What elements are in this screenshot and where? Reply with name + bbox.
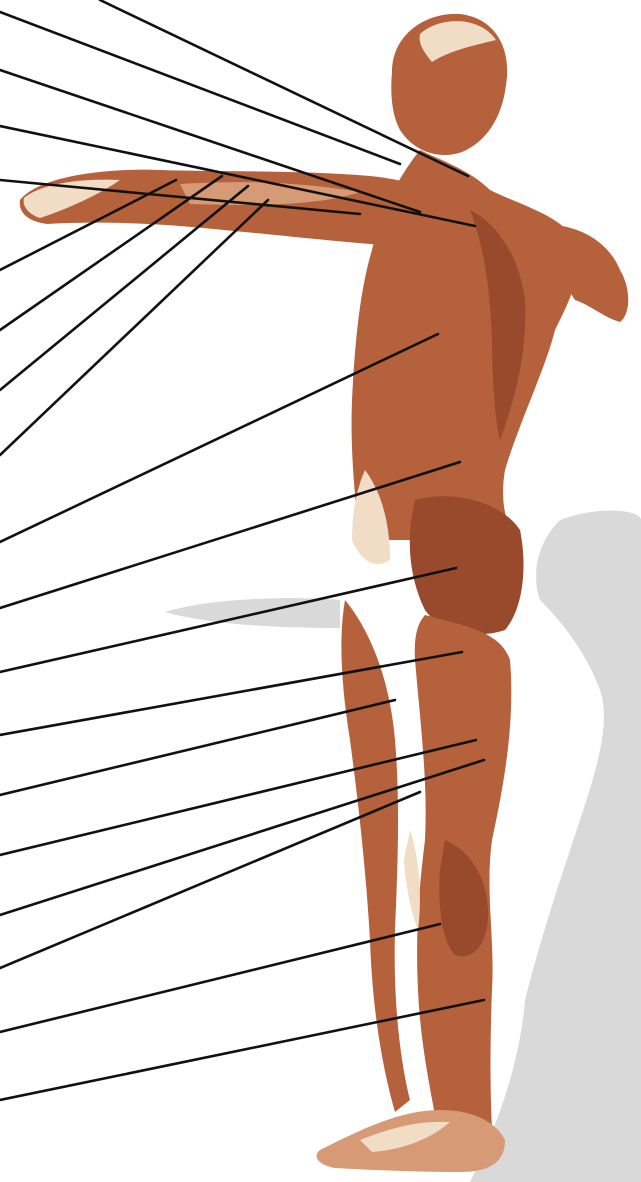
leader-line-12 [0,568,456,672]
leader-line-14 [0,700,395,795]
leader-line-2 [0,12,400,164]
leader-line-17 [0,792,420,968]
